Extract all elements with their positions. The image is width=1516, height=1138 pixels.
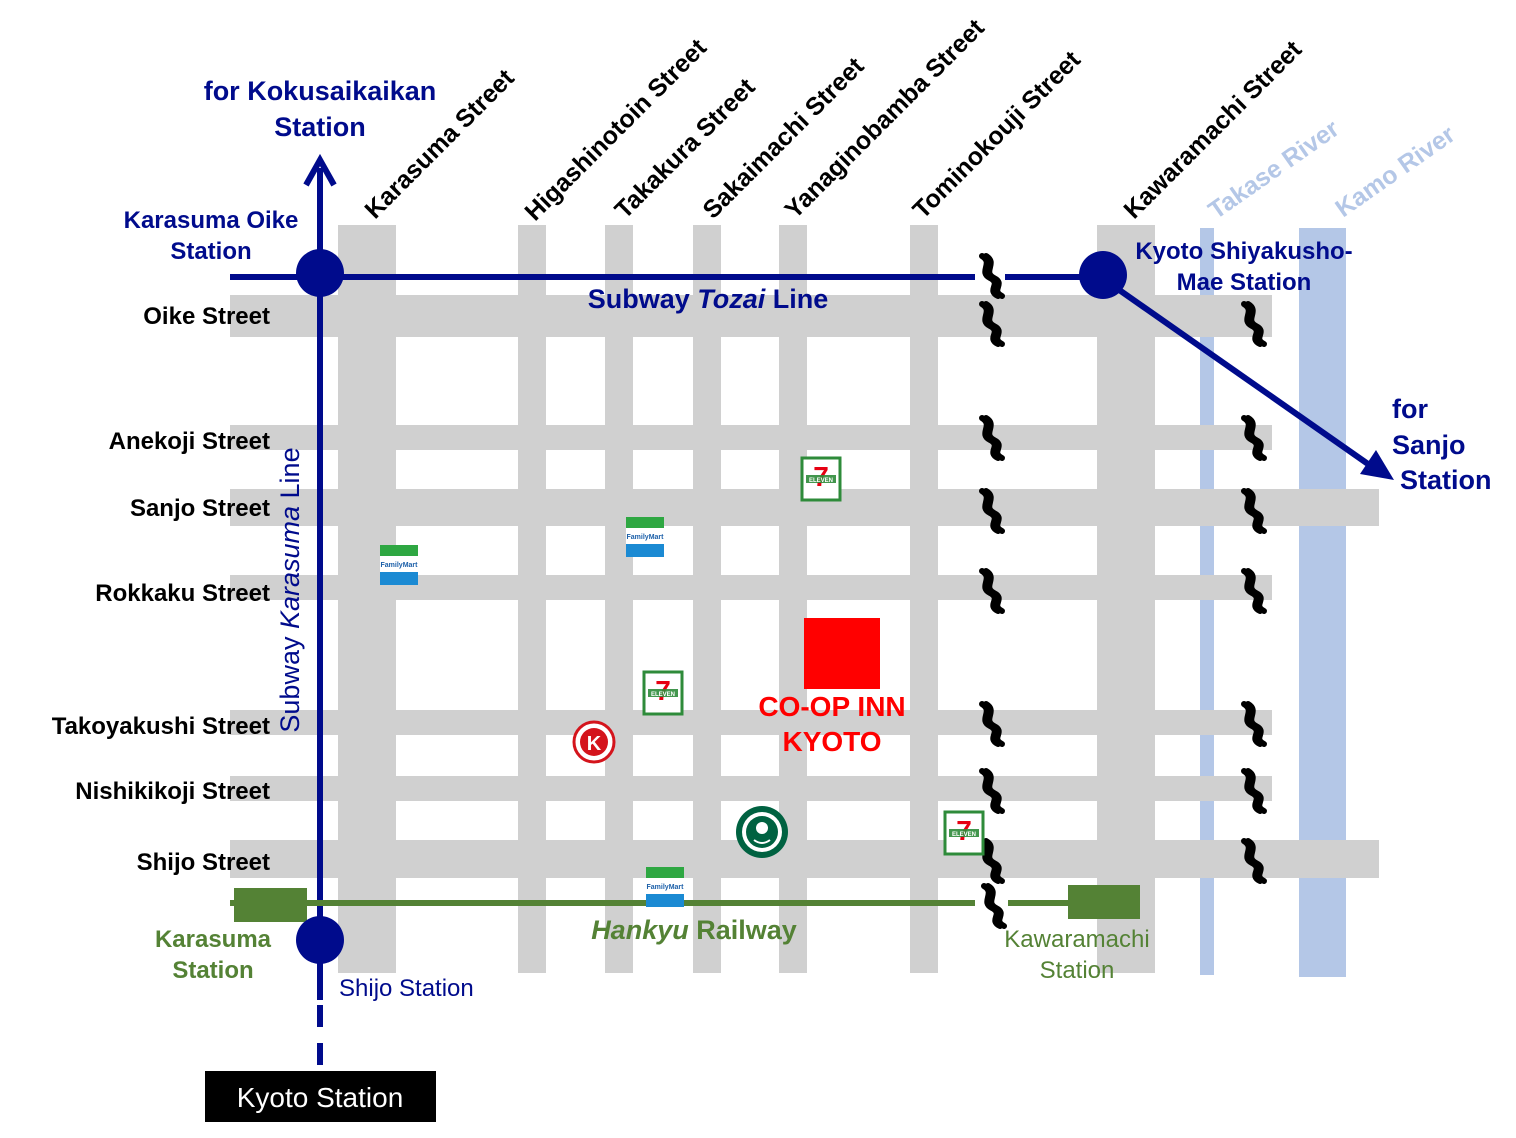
shiyakusho-label-line1: Kyoto Shiyakusho-: [1135, 238, 1352, 265]
familymart-logo: FamilyMart: [380, 545, 418, 585]
shijo-station-label: Shijo Station: [339, 975, 474, 1002]
kokusaikaikan-direction-arrowhead: [303, 153, 337, 187]
kawaramachi-station-label-line1: Kawaramachi: [1004, 926, 1149, 953]
svg-text:K: K: [587, 733, 602, 755]
kokusai-label-line1: for Kokusaikaikan: [204, 76, 437, 106]
street-label-rokkaku: Rokkaku Street: [95, 580, 270, 607]
hotel-marker: [804, 618, 880, 689]
karasuma-hankyu-platform: [234, 888, 307, 922]
familymart-logo: FamilyMart: [646, 867, 684, 907]
svg-text:ELEVEN: ELEVEN: [651, 692, 675, 698]
direction-labels: for Kokusaikaikan Station for Sanjo Stat…: [204, 76, 1492, 495]
tozai-line-label: Subway Tozai Line: [588, 284, 829, 314]
kyoto-station-label: Kyoto Station: [237, 1082, 404, 1113]
hankyu-railway: [230, 885, 1140, 922]
karasuma-station-label-line2: Station: [172, 957, 253, 984]
kokusai-label-line2: Station: [274, 112, 366, 142]
starbucks-logo: [736, 806, 788, 858]
river-label-kamo: Kamo River: [1330, 120, 1460, 223]
street-label-sakaimachi: Sakaimachi Street: [697, 52, 870, 225]
yanaginobamba-street-bar: [779, 225, 807, 973]
karasuma-station-label-line1: Karasuma: [155, 926, 272, 953]
horizontal-street-labels: Oike Street Anekoji Street Sanjo Street …: [52, 303, 270, 876]
break-mark: [1241, 701, 1267, 747]
break-mark: [979, 415, 1005, 461]
break-mark: [979, 253, 1005, 299]
shijo-station-marker: [296, 916, 344, 964]
familymart-logo: FamilyMart: [626, 517, 664, 557]
break-mark: [1241, 415, 1267, 461]
river-labels: Takase River Kamo River: [1203, 114, 1460, 225]
karasuma-line-label: Subway Karasuma Line: [275, 447, 305, 732]
break-mark: [979, 301, 1005, 347]
kyoto-station-box: [205, 1071, 436, 1122]
svg-text:FamilyMart: FamilyMart: [627, 534, 665, 541]
break-mark: [979, 701, 1005, 747]
street-label-oike: Oike Street: [143, 303, 270, 330]
shiyakusho-station-marker: [1079, 251, 1127, 299]
kawaramachi-street-bar: [1097, 225, 1155, 973]
break-marks: [979, 253, 1267, 929]
break-mark: [979, 768, 1005, 814]
station-labels: Karasuma Oike Station Kyoto Shiyakusho- …: [124, 207, 1353, 1002]
circle-k-logo: K: [572, 720, 616, 764]
break-mark: [979, 568, 1005, 614]
break-mark: [1241, 768, 1267, 814]
hotel-name-line1: CO-OP INN: [758, 691, 905, 722]
break-mark: [1241, 838, 1267, 884]
sanjo-direction-arrowhead: [1360, 450, 1394, 480]
hotel-name-line2: KYOTO: [782, 726, 881, 757]
higashinotoin-street-bar: [518, 225, 546, 973]
break-mark: [979, 838, 1005, 884]
street-label-takoyakushi: Takoyakushi Street: [52, 713, 270, 740]
break-mark: [1241, 568, 1267, 614]
break-mark: [1241, 301, 1267, 347]
break-mark: [1241, 488, 1267, 534]
sanjo-direction-line3: Station: [1400, 465, 1492, 495]
seven-eleven-logo: 7 ELEVEN: [642, 670, 684, 716]
takakura-street-bar: [605, 225, 633, 973]
hankyu-railway-label: Hankyu Railway: [591, 915, 797, 945]
vertical-street-labels: Karasuma Street Higashinotoin Street Tak…: [359, 13, 1307, 226]
karasuma-oike-station-marker: [296, 249, 344, 297]
street-label-shijo: Shijo Street: [137, 849, 270, 876]
vertical-street-bars: [338, 225, 1155, 973]
svg-text:ELEVEN: ELEVEN: [809, 478, 833, 484]
kawaramachi-station-label-line2: Station: [1040, 957, 1115, 984]
karasuma-oike-label-line2: Station: [170, 238, 251, 265]
tominokouji-street-bar: [910, 225, 938, 973]
shiyakusho-label-line2: Mae Station: [1177, 269, 1312, 296]
break-mark: [981, 883, 1007, 929]
svg-text:ELEVEN: ELEVEN: [952, 832, 976, 838]
sanjo-direction-line1: for: [1392, 394, 1428, 424]
sanjo-direction-line2: Sanjo: [1392, 430, 1466, 460]
seven-eleven-logo: 7 ELEVEN: [800, 456, 842, 502]
street-label-nishikikoji: Nishikikoji Street: [75, 778, 270, 805]
street-label-sanjo: Sanjo Street: [130, 495, 270, 522]
karasuma-street-bar: [338, 225, 396, 973]
karasuma-oike-label-line1: Karasuma Oike: [124, 207, 299, 234]
svg-text:FamilyMart: FamilyMart: [647, 884, 685, 891]
kawaramachi-hankyu-platform: [1068, 885, 1140, 919]
break-mark: [979, 488, 1005, 534]
street-label-anekoji: Anekoji Street: [109, 428, 270, 455]
sakaimachi-street-bar: [693, 225, 721, 973]
svg-text:FamilyMart: FamilyMart: [381, 562, 419, 569]
seven-eleven-logo: 7 ELEVEN: [943, 810, 985, 856]
